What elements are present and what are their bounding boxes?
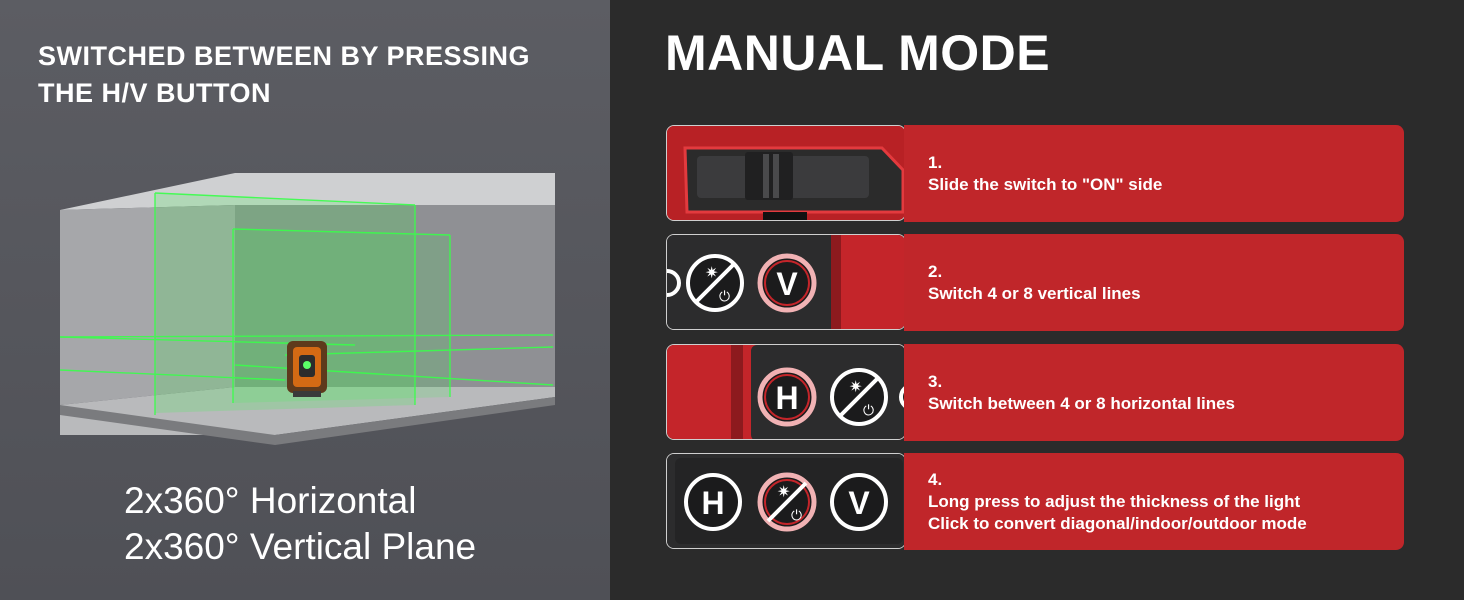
step-1-line-1: Slide the switch to "ON" side: [928, 174, 1163, 194]
v-button-icon: V: [830, 473, 888, 531]
left-title-line-1: SWITCHED BETWEEN BY PRESSING: [38, 41, 531, 71]
step-4-text: 4. Long press to adjust the thickness of…: [928, 453, 1307, 550]
v-button-label: V: [776, 266, 798, 302]
vertical-laser-plane-1: [155, 193, 415, 413]
step-3-panel: [904, 344, 1404, 441]
step-1-panel: [904, 125, 1404, 222]
step-3-number: 3.: [928, 371, 943, 391]
left-panel: SWITCHED BETWEEN BY PRESSING THE H/V BUT…: [0, 0, 610, 600]
right-panel: MANUAL MODE 1. Slide the switch to "ON" …: [610, 0, 1464, 600]
h-button-icon: H: [684, 473, 742, 531]
laser-level-device-icon: [287, 341, 327, 397]
room-ceiling: [60, 173, 555, 210]
power-light-icon: ✷ ⏻: [757, 472, 817, 532]
vertical-plane-text: 2x360° Vertical Plane: [124, 526, 477, 567]
on-off-switch-icon: [667, 126, 905, 220]
svg-text:⏻: ⏻: [863, 403, 874, 419]
step-3-text: 3. Switch between 4 or 8 horizontal line…: [928, 344, 1235, 441]
svg-text:✷: ✷: [705, 263, 718, 282]
horizontal-plane-text: 2x360° Horizontal: [124, 480, 417, 521]
laser-lines: [59, 192, 554, 415]
h-button-label: H: [775, 380, 798, 416]
room-floor-front: [60, 397, 555, 445]
step-1: 1. Slide the switch to "ON" side: [666, 125, 1406, 223]
step-4-panel: [904, 453, 1404, 550]
step-3-line-1: Switch between 4 or 8 horizontal lines: [928, 393, 1236, 413]
svg-text:⏻: ⏻: [791, 508, 802, 524]
step-2: ✷ ⏻ V 2. Switch 4 or 8 vertical lines: [666, 234, 1406, 332]
step-4-line-2: Click to convert diagonal/indoor/outdoor…: [928, 513, 1307, 533]
step-1-text: 1. Slide the switch to "ON" side: [928, 125, 1162, 222]
left-title: SWITCHED BETWEEN BY PRESSING THE H/V BUT…: [38, 38, 598, 112]
step-2-panel: [904, 234, 1404, 331]
svg-text:✷: ✷: [777, 482, 790, 501]
svg-text:✷: ✷: [849, 377, 862, 396]
h-button-icon: H: [757, 367, 817, 427]
room-left-wall: [60, 205, 235, 405]
plane-description: 2x360° Horizontal 2x360° Vertical Plane: [124, 478, 476, 570]
step-4: H ✷ ⏻ V 4. Long press to adjust the thic…: [666, 453, 1406, 551]
power-light-icon: ✷ ⏻: [830, 368, 888, 426]
left-title-line-2: THE H/V BUTTON: [38, 78, 272, 108]
step-1-number: 1.: [928, 152, 943, 172]
step-3: H ✷ ⏻ 3. Switch between 4 or 8 horizonta…: [666, 344, 1406, 442]
h-button-label-2: H: [701, 485, 724, 521]
v-button-icon: V: [757, 253, 817, 313]
step-3-image: H ✷ ⏻: [666, 344, 906, 440]
step-4-image: H ✷ ⏻ V: [666, 453, 906, 549]
manual-mode-title: MANUAL MODE: [665, 25, 1051, 81]
step-1-image: [666, 125, 906, 221]
room-laser-illustration: [59, 173, 555, 445]
step-4-number: 4.: [928, 469, 943, 489]
power-light-icon: ✷ ⏻: [686, 254, 744, 312]
step-4-line-1: Long press to adjust the thickness of th…: [928, 491, 1301, 511]
step-2-number: 2.: [928, 261, 943, 281]
step-2-image: ✷ ⏻ V: [666, 234, 906, 330]
step-2-line-1: Switch 4 or 8 vertical lines: [928, 283, 1141, 303]
svg-text:⏻: ⏻: [719, 289, 730, 305]
step-2-text: 2. Switch 4 or 8 vertical lines: [928, 234, 1141, 331]
v-button-label-2: V: [848, 485, 870, 521]
